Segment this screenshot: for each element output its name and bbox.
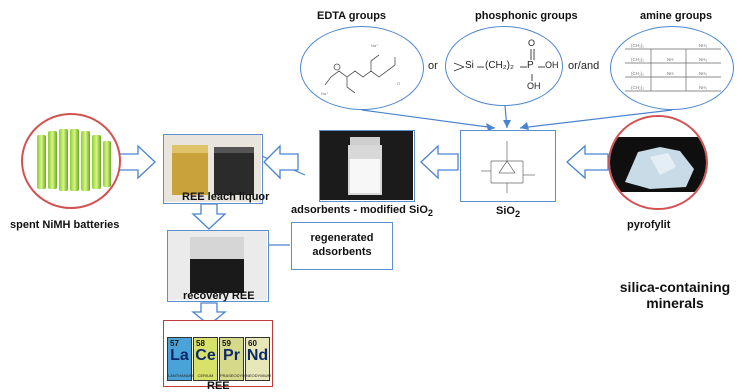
phosphonic-chain-text: (CH₂)₂ bbox=[485, 60, 514, 71]
silica-minerals-label: silica-containing minerals bbox=[619, 279, 731, 311]
svg-text:NH₂: NH₂ bbox=[699, 85, 707, 90]
sio2-to-adsorbents-arrow bbox=[420, 144, 459, 180]
adsorbents-vial-photo bbox=[320, 131, 413, 200]
phosphonic-oh2-text: OH bbox=[527, 81, 541, 91]
element-name: PRASEODYMIUM bbox=[220, 373, 253, 378]
element-symbol: Nd bbox=[246, 347, 269, 364]
svg-text:NH₂: NH₂ bbox=[699, 43, 707, 48]
adsorbents-box bbox=[319, 130, 415, 202]
pyrofylit-mineral-icon bbox=[610, 117, 706, 208]
svg-text:NH₂: NH₂ bbox=[699, 57, 707, 62]
conjunction-or: or bbox=[428, 60, 438, 72]
phosphonic-p-text: P bbox=[527, 60, 534, 71]
svg-text:Na⁺: Na⁺ bbox=[321, 91, 328, 96]
pyrofylit-to-sio2-arrow bbox=[566, 144, 609, 180]
regenerated-box: regenerated adsorbents bbox=[291, 222, 393, 270]
batteries-icon bbox=[37, 129, 111, 191]
phosphonic-si-text: Si bbox=[465, 60, 474, 71]
amine-structure-icon: (CH₂)₂ NH₂ (CH₂)₂ NH NH₂ (CH₂)₂ NH NH₂ (CH₂)₂… bbox=[625, 43, 721, 92]
sio2-label: SiO2 bbox=[496, 205, 520, 219]
svg-text:(CH₂)₂: (CH₂)₂ bbox=[631, 57, 644, 62]
ree-label: REE bbox=[207, 380, 230, 392]
svg-text:(CH₂)₂: (CH₂)₂ bbox=[631, 85, 644, 90]
amine-arrowhead bbox=[520, 122, 529, 130]
edta-groups-label: EDTA groups bbox=[317, 10, 387, 22]
svg-text:O: O bbox=[397, 81, 400, 86]
phosphonic-oh1-text: OH bbox=[545, 60, 559, 70]
recovery-label: recovery REE bbox=[183, 290, 255, 302]
element-number: 59 bbox=[222, 339, 231, 348]
recovery-beaker-photo bbox=[168, 231, 267, 300]
phosphonic-to-sio2-line bbox=[504, 105, 508, 129]
phosphonic-structure-icon bbox=[453, 49, 545, 81]
phosphonic-groups-label: phosphonic groups bbox=[475, 10, 578, 22]
element-symbol: Ce bbox=[195, 347, 216, 364]
edta-to-sio2-line bbox=[361, 109, 496, 129]
adsorbents-label-text: adsorbents - modified SiO bbox=[291, 204, 428, 216]
amine-groups-label: amine groups bbox=[640, 10, 713, 22]
leach-label: REE leach liquor bbox=[182, 191, 270, 203]
element-number: 58 bbox=[196, 339, 205, 348]
svg-text:NH: NH bbox=[667, 71, 674, 76]
svg-text:Na⁺: Na⁺ bbox=[371, 43, 378, 48]
adsorbents-label-sub: 2 bbox=[427, 208, 433, 219]
sio2-label-sub: 2 bbox=[514, 209, 521, 220]
leach-to-recovery-arrow bbox=[191, 203, 227, 230]
leach-liquor-photo bbox=[164, 135, 261, 202]
batteries-label: spent NiMH batteries bbox=[10, 219, 120, 231]
sio2-label-text: SiO bbox=[496, 205, 515, 217]
element-number: 60 bbox=[248, 339, 257, 348]
pyrofylit-label: pyrofylit bbox=[627, 219, 671, 231]
batteries-to-leach-arrow bbox=[114, 144, 156, 180]
adsorbents-to-leach-arrow bbox=[263, 144, 299, 180]
svg-text:(CH₂)₂: (CH₂)₂ bbox=[631, 43, 644, 48]
adsorbents-label: adsorbents - modified SiO2 bbox=[291, 204, 433, 218]
svg-text:(CH₂)₂: (CH₂)₂ bbox=[631, 71, 644, 76]
amine-structure-ellipse: (CH₂)₂ NH₂ (CH₂)₂ NH NH₂ (CH₂)₂ NH NH₂ (CH₂)₂… bbox=[610, 26, 734, 110]
element-symbol: Pr bbox=[223, 347, 240, 364]
phosphonic-o-text: O bbox=[528, 38, 536, 48]
element-name: CERIUM bbox=[197, 373, 214, 378]
element-name: LANTHANUM bbox=[168, 373, 193, 378]
element-number: 57 bbox=[170, 339, 179, 348]
element-symbol: La bbox=[170, 347, 189, 364]
regenerated-label: regenerated adsorbents bbox=[310, 232, 374, 258]
phosphonic-arrowhead bbox=[503, 120, 511, 128]
svg-text:NH: NH bbox=[667, 57, 674, 62]
leach-box bbox=[163, 134, 263, 204]
element-name: NEODYMIUM bbox=[246, 373, 271, 378]
batteries-photo bbox=[21, 113, 121, 209]
edta-structure-ellipse: Na⁺ Na⁺ O bbox=[300, 26, 424, 110]
edta-structure-icon: Na⁺ Na⁺ O bbox=[321, 43, 400, 96]
phosphonic-structure-ellipse: Si (CH₂)₂ P O OH OH bbox=[445, 26, 563, 106]
pyrofylit-photo bbox=[608, 115, 708, 210]
svg-text:NH₂: NH₂ bbox=[699, 71, 707, 76]
conjunction-or-and: or/and bbox=[568, 60, 600, 72]
sio2-box bbox=[460, 130, 556, 202]
recovery-box bbox=[167, 230, 269, 302]
sio2-structure-icon bbox=[481, 141, 535, 193]
